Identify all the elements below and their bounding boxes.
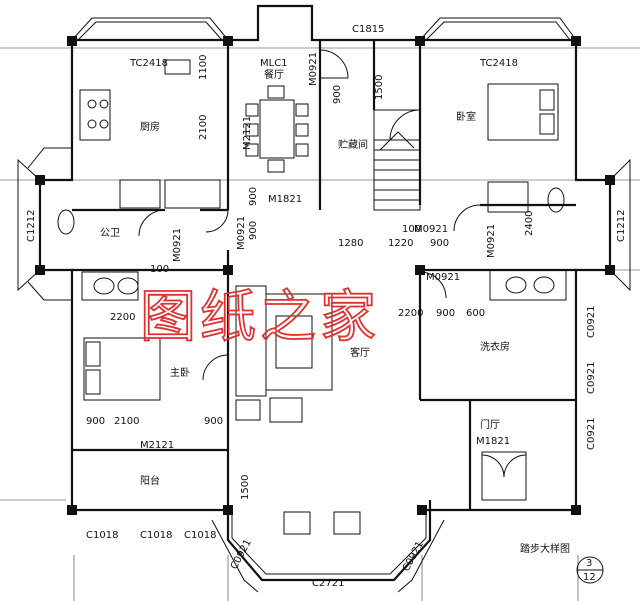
label-m0921-c: M0921 xyxy=(172,228,183,262)
dim-100-a: 100 xyxy=(402,224,421,235)
label-mlc1: MLC1 xyxy=(260,58,288,69)
label-c2721: C2721 xyxy=(312,578,344,589)
label-c0921-c: C0921 xyxy=(586,418,597,450)
room-laundry: 洗衣房 xyxy=(480,340,510,353)
dim-2100-master: 2100 xyxy=(114,416,139,427)
dim-1220: 1220 xyxy=(388,238,413,249)
porch-bay xyxy=(211,512,445,593)
bay-window-right xyxy=(419,17,577,41)
label-m1821-a: M1821 xyxy=(268,194,302,205)
room-dining: 餐厅 xyxy=(264,68,284,81)
room-master-bed: 主卧 xyxy=(170,366,190,379)
label-c0921-a: C0921 xyxy=(586,306,597,338)
foyer-door xyxy=(481,451,527,501)
label-m2121-b: M2121 xyxy=(140,440,174,451)
bay-window-left xyxy=(71,17,229,41)
room-kitchen: 厨房 xyxy=(140,120,160,133)
dim-1500-porch: 1500 xyxy=(240,475,251,500)
stair xyxy=(373,109,421,211)
label-step-detail: 踏步大样图 xyxy=(520,542,570,555)
dim-1100: 1100 xyxy=(198,55,209,80)
dim-900-e: 900 xyxy=(204,416,223,427)
bay-window-west xyxy=(17,147,72,301)
dim-900-stor: 900 xyxy=(332,85,343,104)
label-m0921-e: M0921 xyxy=(486,224,497,258)
detail-sheet: 12 xyxy=(583,572,596,583)
dim-1500-stor: 1500 xyxy=(374,75,385,100)
label-tc2418-left: TC2418 xyxy=(129,58,168,69)
room-public-wc: 公卫 xyxy=(100,228,120,239)
label-tc2418-right: TC2418 xyxy=(479,58,518,69)
bedroom-bed xyxy=(487,83,559,141)
label-m2121-a: M2121 xyxy=(242,116,253,150)
living-sofa xyxy=(235,285,333,423)
watermark: 图纸之家 xyxy=(140,285,380,350)
dim-600: 600 xyxy=(466,308,485,319)
columns xyxy=(35,36,615,515)
dining-table xyxy=(245,85,309,173)
label-c1018-b: C1018 xyxy=(140,530,172,541)
dim-2200-right: 2200 xyxy=(398,308,423,319)
detail-callout xyxy=(576,556,604,584)
room-balcony: 阳台 xyxy=(140,474,160,487)
label-c1212-right: C1212 xyxy=(616,210,627,242)
dim-1280: 1280 xyxy=(338,238,363,249)
room-bedroom: 卧室 xyxy=(456,110,476,123)
label-c1212-left: C1212 xyxy=(26,210,37,242)
dim-900-f: 900 xyxy=(436,308,455,319)
label-m0921-b: M0921 xyxy=(236,216,247,250)
label-m0921-a: M0921 xyxy=(308,52,319,86)
room-storage: 贮藏间 xyxy=(338,138,368,151)
bathroom-fixtures xyxy=(57,181,567,301)
dim-900-b: 900 xyxy=(248,221,259,240)
label-c1815: C1815 xyxy=(352,24,384,35)
label-m0921-f: M0921 xyxy=(426,272,460,283)
detail-number: 3 xyxy=(586,558,592,569)
room-foyer: 门厅 xyxy=(480,418,500,431)
dim-900-c: 900 xyxy=(430,238,449,249)
label-c1018-c: C1018 xyxy=(184,530,216,541)
bay-window-east xyxy=(609,158,631,292)
label-c0921-b: C0921 xyxy=(586,362,597,394)
dim-100-b: 100 xyxy=(150,264,169,275)
door-swings xyxy=(138,49,527,478)
porch-chairs xyxy=(283,511,361,535)
kitchen-fixtures xyxy=(79,59,221,209)
dim-2100-kitchen: 2100 xyxy=(198,115,209,140)
label-m0921-d: M0921 xyxy=(414,224,448,235)
dim-2400: 2400 xyxy=(524,211,535,236)
label-c1018-a: C1018 xyxy=(86,530,118,541)
master-bed xyxy=(83,337,161,401)
label-m1821-b: M1821 xyxy=(476,436,510,447)
dim-900-a: 900 xyxy=(248,187,259,206)
dim-900-d: 900 xyxy=(86,416,105,427)
dim-2200-left: 2200 xyxy=(110,312,135,323)
room-living: 客厅 xyxy=(350,346,370,359)
